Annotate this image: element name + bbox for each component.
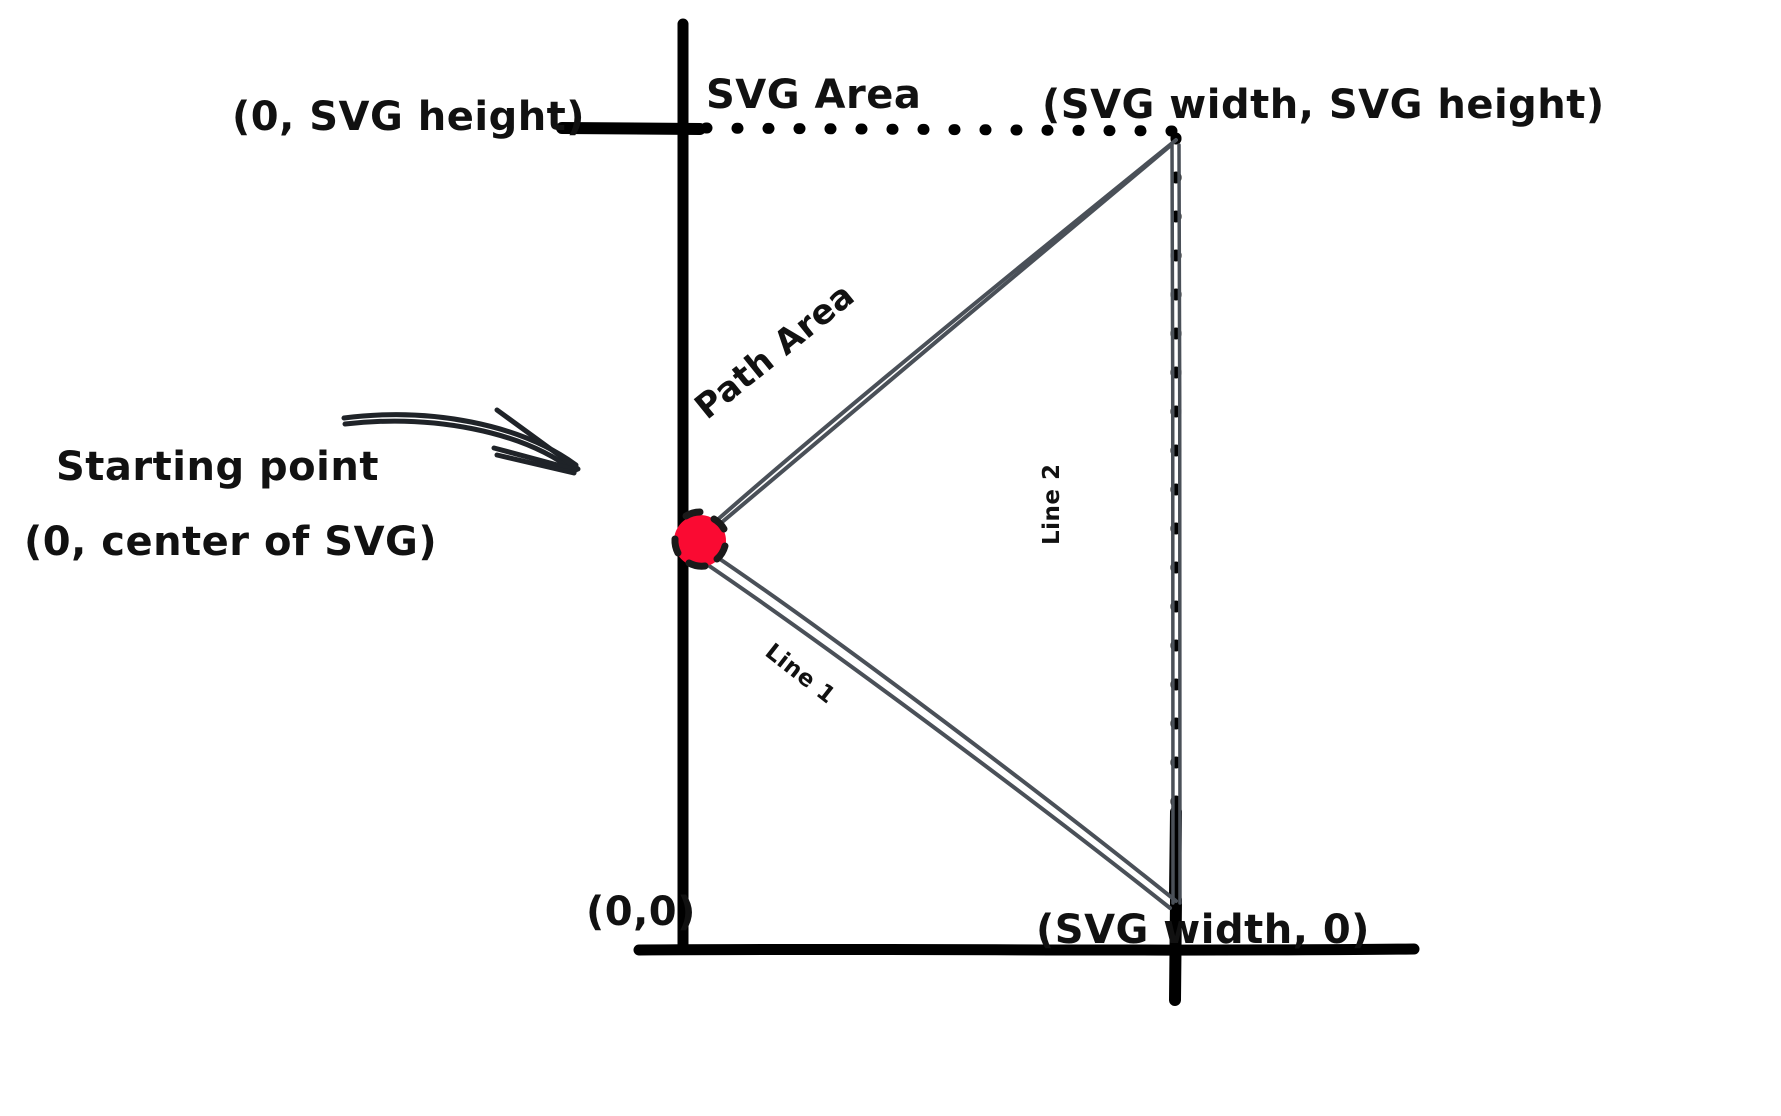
starting-point-marker: [671, 508, 729, 570]
label-top-right-corner: (SVG width, SVG height): [1042, 82, 1605, 128]
path-line-1: [700, 549, 1178, 910]
x-axis: [633, 943, 1420, 956]
label-top-left-corner: (0, SVG height): [232, 94, 586, 140]
svg-area-top-boundary: [700, 122, 1178, 137]
y-axis-tick-svg-height: [556, 122, 706, 135]
path-line-2: [1170, 141, 1182, 905]
label-bottom-right-corner: (SVG width, 0): [1036, 907, 1370, 953]
label-starting-point-line1: Starting point: [56, 444, 379, 490]
label-starting-point-line2: (0, center of SVG): [24, 519, 438, 565]
y-axis: [676, 18, 690, 954]
label-line-2: Line 2: [1039, 463, 1065, 545]
path-line-to-top-right: [700, 138, 1178, 541]
pointer-arrow-icon: [341, 407, 581, 476]
label-svg-area: SVG Area: [706, 72, 922, 118]
label-origin: (0,0): [586, 889, 696, 935]
